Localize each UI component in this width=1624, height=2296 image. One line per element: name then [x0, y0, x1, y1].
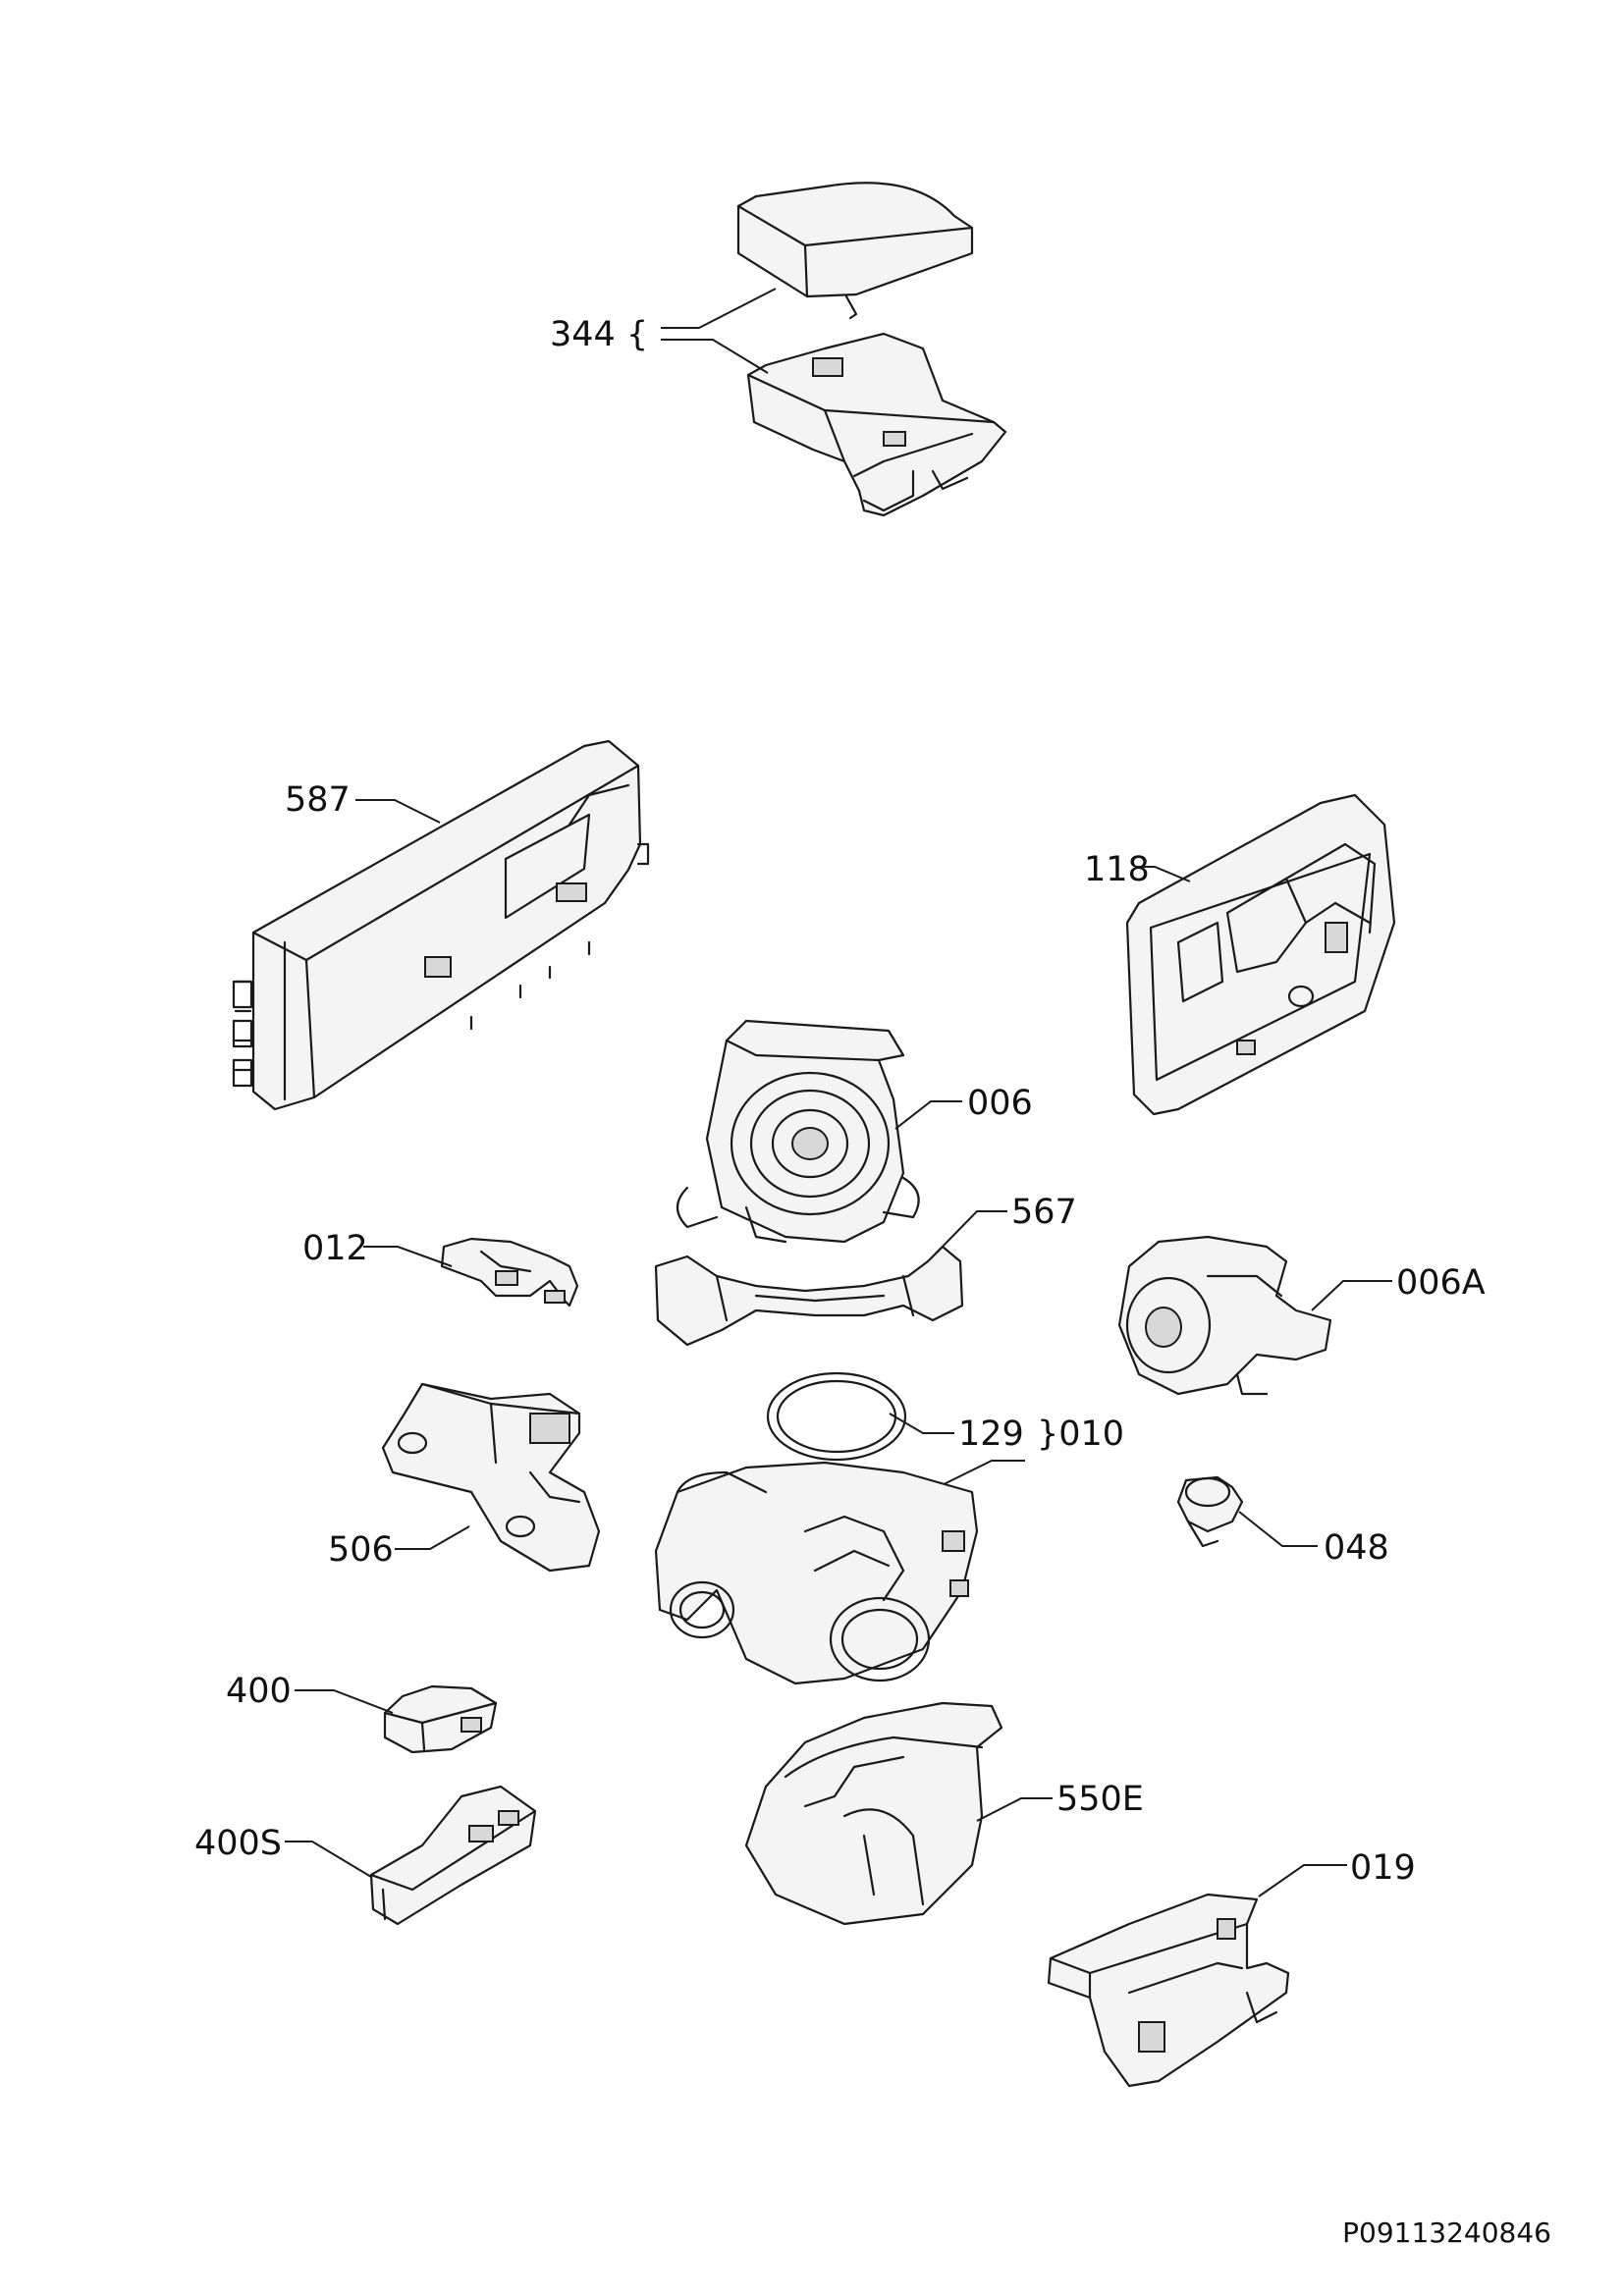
callout-129-leader [889, 1413, 954, 1434]
callout-400-leader [295, 1689, 394, 1714]
document-id: P09113240846 [1342, 2216, 1551, 2249]
callout-129-010: 129 }010 [889, 1413, 1124, 1493]
callout-587-label: 587 [285, 780, 351, 820]
part-506-base [381, 1382, 601, 1573]
part-129-seal-ring [766, 1371, 907, 1462]
callout-567-leader [934, 1210, 1007, 1255]
part-344-cover [736, 182, 974, 320]
callout-400S-leader [285, 1841, 372, 1878]
callout-506-label: 506 [328, 1530, 394, 1570]
callout-129-label: 129 [958, 1415, 1024, 1454]
callout-550E-leader [976, 1797, 1053, 1822]
part-587-electronic-housing [232, 739, 650, 1111]
callout-048-leader [1238, 1511, 1318, 1547]
callout-006-label: 006 [967, 1084, 1033, 1123]
callout-019-label: 019 [1350, 1848, 1416, 1888]
callout-344-label: 344 { [550, 315, 648, 354]
callout-010-leader [927, 1460, 1025, 1493]
callout-048-label: 048 [1324, 1528, 1389, 1568]
callout-019: 019 [1258, 1848, 1416, 1897]
callout-344: 344 { [550, 288, 777, 374]
callout-006-leader [894, 1100, 962, 1130]
callout-567: 567 [934, 1193, 1077, 1255]
callout-550E-label: 550E [1056, 1780, 1144, 1819]
callout-400-label: 400 [226, 1672, 292, 1711]
callout-010-label: }010 [1037, 1415, 1124, 1454]
part-118-dispenser [1125, 793, 1396, 1116]
part-048-sensor [1176, 1475, 1244, 1548]
callout-587-leader [355, 799, 441, 824]
callout-400: 400 [226, 1672, 394, 1714]
callout-118: 118 [1084, 850, 1191, 889]
callout-344-leader-lower [661, 339, 769, 374]
callout-006A-label: 006A [1396, 1263, 1486, 1303]
callout-048: 048 [1238, 1511, 1389, 1568]
part-006A-drain-pump [1117, 1235, 1332, 1396]
callout-550E: 550E [976, 1780, 1144, 1822]
callout-006A-leader [1311, 1280, 1392, 1311]
callout-400S: 400S [194, 1824, 372, 1878]
part-019-door-lock [1047, 1893, 1290, 2088]
part-550E-cover [744, 1701, 1003, 1926]
callout-012-leader [363, 1246, 453, 1267]
part-006-circulation-pump [676, 1019, 920, 1244]
part-010-heat-pump [654, 1461, 979, 1685]
callout-012-label: 012 [302, 1229, 368, 1268]
part-344-board [746, 332, 1007, 517]
callout-400S-label: 400S [194, 1824, 282, 1863]
callout-019-leader [1258, 1864, 1347, 1897]
callout-012: 012 [302, 1229, 453, 1268]
callout-567-label: 567 [1011, 1193, 1077, 1232]
callout-506-leader [395, 1525, 470, 1550]
part-344-control-module [736, 182, 1007, 517]
part-567-bracket [654, 1245, 964, 1347]
callout-118-leader [1135, 866, 1191, 882]
part-400-switch [383, 1684, 498, 1754]
callout-118-label: 118 [1084, 850, 1150, 889]
callout-006: 006 [894, 1084, 1033, 1130]
part-400S-bracket [369, 1785, 537, 1926]
callout-344-leader-upper [661, 288, 777, 329]
callout-506: 506 [328, 1525, 470, 1570]
callout-587: 587 [285, 780, 441, 824]
callout-006A: 006A [1311, 1263, 1486, 1311]
part-012-sensor [440, 1237, 579, 1308]
